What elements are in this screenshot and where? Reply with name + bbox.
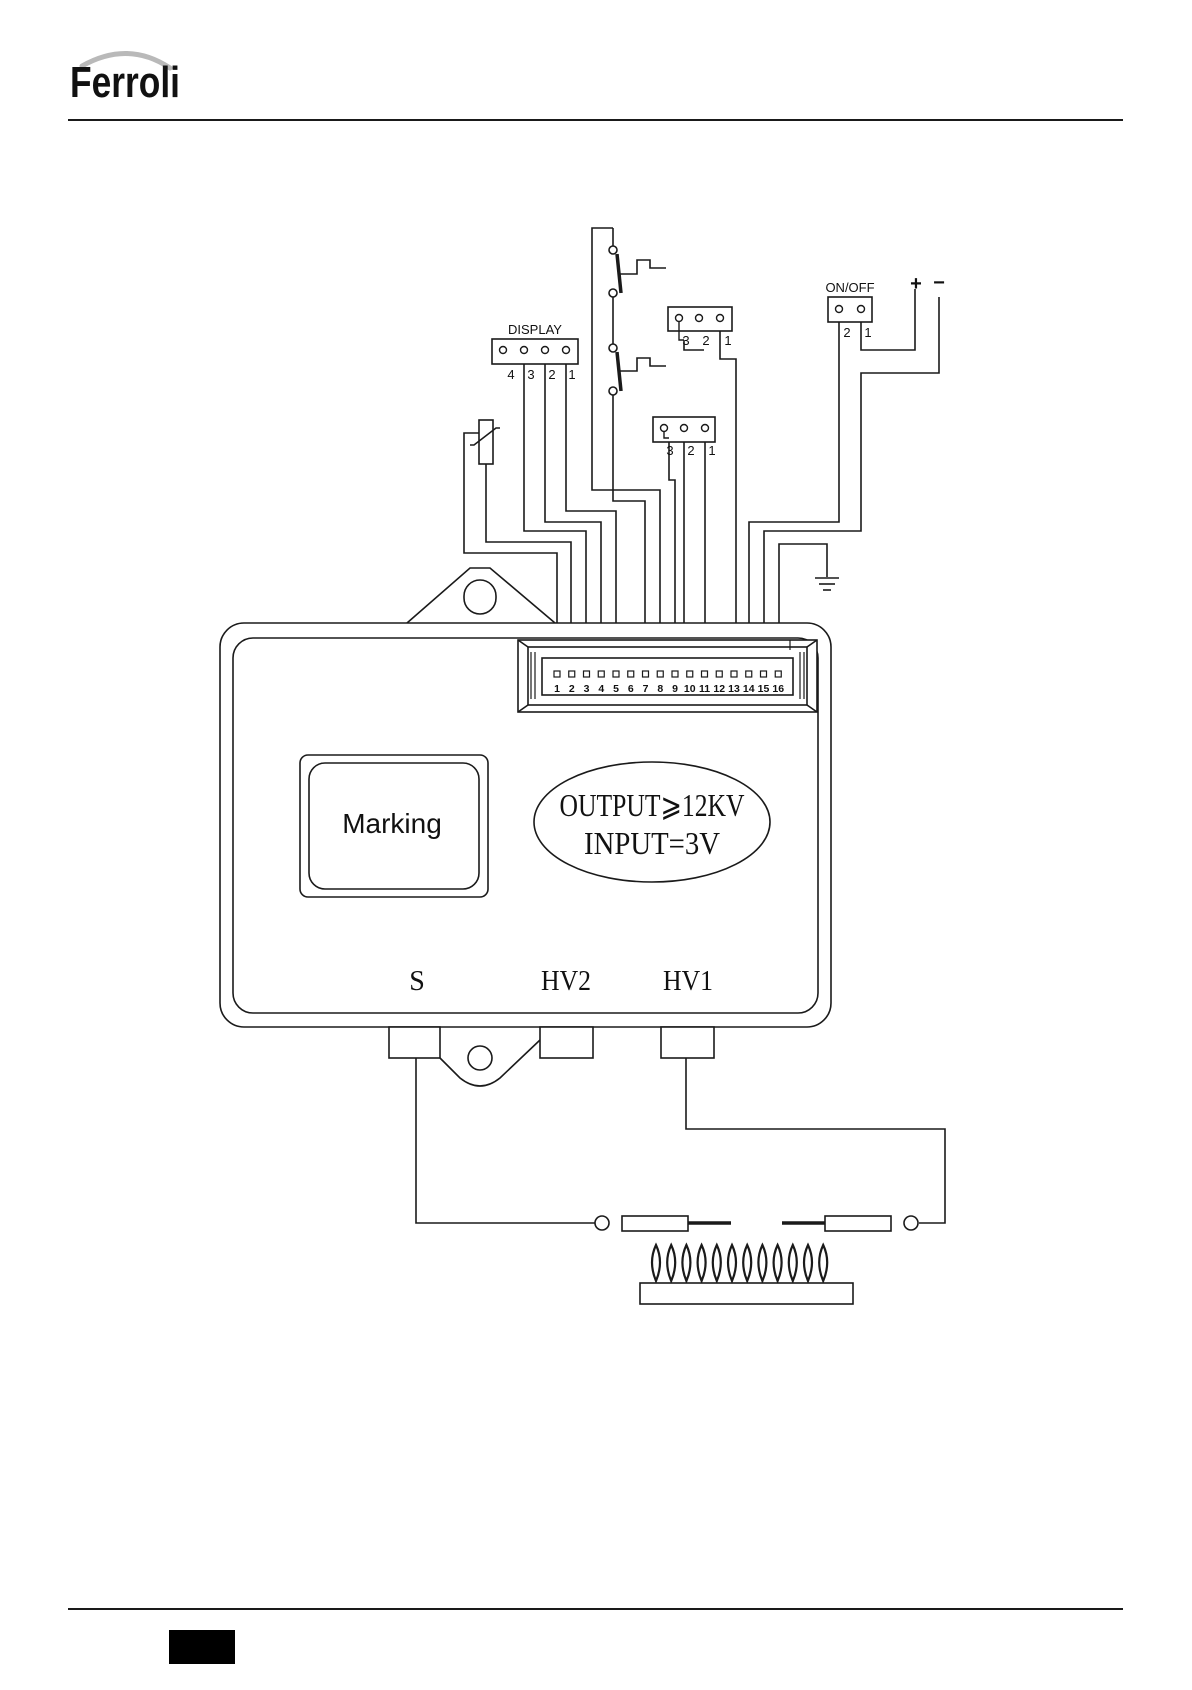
terminal-pin-label: 8 [657,683,663,695]
terminal-pin [584,671,590,677]
terminal-pin [687,671,693,677]
terminal-pin-label: 4 [598,683,604,695]
display-pin-label: 1 [568,367,575,382]
wire-battery-minus [764,297,939,671]
onoff-connector: ON/OFF 2 1 + − [825,272,944,340]
terminal-pin-label: 16 [772,683,784,695]
terminal-pin-label: 11 [699,683,710,695]
footer-page-block [169,1630,235,1664]
terminal-pin-label: 3 [584,683,590,695]
connector-a-pin-label: 3 [682,333,689,348]
flame [713,1245,721,1281]
connector-b-pin-label: 1 [708,443,715,458]
flame [652,1245,660,1281]
connector-a: 3 2 1 [668,307,732,348]
display-pin-label: 3 [527,367,534,382]
onoff-pin-label: 1 [864,325,871,340]
flame [698,1245,706,1281]
terminal-pin-label: 13 [728,683,740,695]
display-pin-label: 4 [507,367,514,382]
flame [774,1245,782,1281]
terminal-pin [569,671,575,677]
socket-hv1 [661,1027,714,1058]
onoff-pin-label: 2 [843,325,850,340]
terminal-pin [672,671,678,677]
display-connector: DISPLAY 4 3 2 1 [492,322,578,382]
terminal-pin [702,671,708,677]
terminal-pin [554,671,560,677]
flame [682,1245,690,1281]
output-label-s: S [409,966,425,997]
connector-b-pin-label: 2 [687,443,694,458]
connector-a-pin-label: 2 [702,333,709,348]
terminal-pin-label: 12 [713,683,725,695]
wire-hv1 [686,1058,945,1223]
flame [667,1245,675,1281]
thermistor [470,420,500,464]
burner-assembly [595,1216,918,1304]
terminal-pin [598,671,604,677]
wire-sense [416,1058,595,1223]
terminal-pin [628,671,634,677]
sense-electrode-insulator [622,1216,688,1231]
ignition-module [220,568,831,1086]
battery-plus: + [910,273,922,295]
wire-switch-left [592,228,660,671]
output-label-hv1: HV1 [663,966,713,997]
flame [819,1245,827,1281]
wire-conna-1 [720,318,736,671]
limit-switches [609,246,666,395]
terminal-pin-label: 7 [643,683,649,695]
socket-hv2 [540,1027,593,1058]
terminal-pin-label: 5 [613,683,619,695]
connector-a-pin-label: 1 [724,333,731,348]
input-spec: INPUT=3V [584,825,720,861]
flame [804,1245,812,1281]
terminal-pin-label: 6 [628,683,634,695]
wire-onoff-2 [749,318,839,671]
terminal-pin-label: 14 [743,683,755,695]
terminal-pin-label: 1 [554,683,560,695]
battery-minus: − [933,272,945,294]
display-label: DISPLAY [508,322,562,337]
mounting-hole-bottom [468,1046,492,1070]
sense-electrode-tip [595,1216,609,1230]
logo-text: Ferroli [70,58,180,107]
terminal-pin-label: 2 [569,683,575,695]
terminal-pin-label: 15 [758,683,770,695]
terminal-pin [643,671,649,677]
mounting-slot-top [464,580,496,614]
ignition-electrode-insulator [825,1216,891,1231]
output-label-hv2: HV2 [541,966,591,997]
terminal-pin [731,671,737,677]
ignition-electrode-tip [904,1216,918,1230]
terminal-pin [657,671,663,677]
terminal-pin-label: 10 [684,683,696,695]
flame [743,1245,751,1281]
marking-label: Marking [342,808,442,839]
terminal-pin [716,671,722,677]
terminal-pin [746,671,752,677]
connector-b-pin-label: 3 [666,443,673,458]
output-spec: OUTPUT⩾12KV [560,787,745,823]
terminal-pin [761,671,767,677]
terminal-pin [613,671,619,677]
flame [789,1245,797,1281]
onoff-label: ON/OFF [825,280,874,295]
display-pin-label: 2 [548,367,555,382]
header: Ferroli [68,53,1123,120]
terminal-pin [775,671,781,677]
socket-s [389,1027,440,1058]
burner-bar [640,1283,853,1304]
flame [758,1245,766,1281]
terminal-block-outer [518,640,817,712]
flame [728,1245,736,1281]
terminal-pin-label: 9 [672,683,678,695]
burner-flames [652,1245,827,1281]
footer [68,1609,1123,1664]
